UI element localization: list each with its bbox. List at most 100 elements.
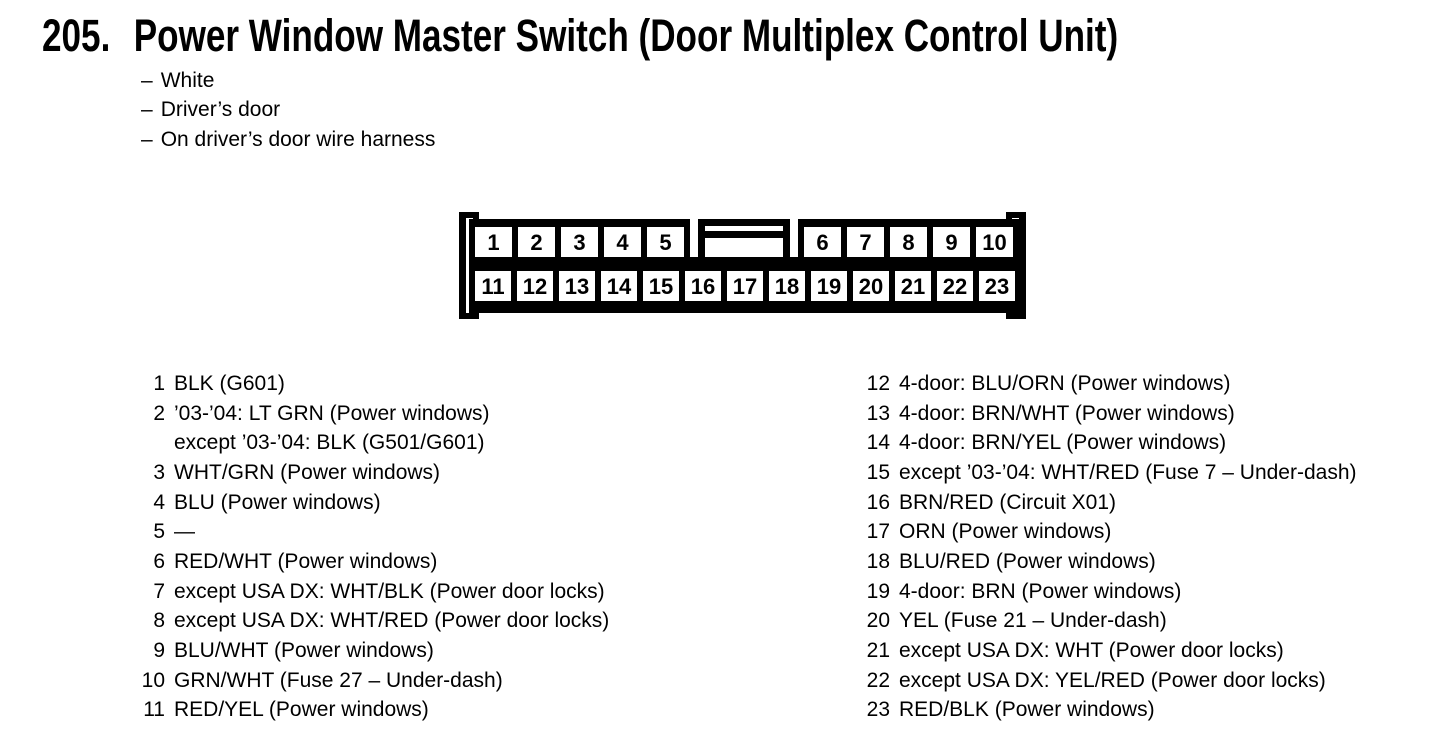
pin-number: 9 bbox=[153, 638, 165, 662]
pin-row: 9 BLU/WHT (Power windows) bbox=[120, 636, 609, 666]
pin-description: except USA DX: WHT/BLK (Power door locks… bbox=[174, 579, 605, 603]
connector-pin-number: 8 bbox=[902, 230, 914, 255]
pin-description: 4-door: BRN (Power windows) bbox=[899, 579, 1182, 603]
pin-description: 4-door: BRN/YEL (Power windows) bbox=[899, 431, 1227, 455]
pin-description: BLK (G601) bbox=[174, 372, 285, 395]
connector-pin-number: 9 bbox=[945, 230, 957, 255]
pin-description: RED/YEL (Power windows) bbox=[174, 698, 429, 722]
connector-pin-number: 2 bbox=[530, 230, 542, 255]
pin-description: except USA DX: YEL/RED (Power door locks… bbox=[899, 668, 1326, 692]
page-title: 205. Power Window Master Switch (Door Mu… bbox=[42, 10, 1118, 62]
pin-row-continuation: except ’03-’04: BLK (G501/G601) bbox=[120, 428, 609, 458]
pin-row: 4 BLU (Power windows) bbox=[120, 488, 609, 518]
connector-pin-number: 4 bbox=[616, 230, 629, 255]
pin-number bbox=[120, 428, 165, 458]
pin-description: — bbox=[174, 520, 195, 544]
pin-description: ’03-’04: LT GRN (Power windows) bbox=[174, 401, 490, 425]
pin-number: 12 bbox=[866, 372, 890, 395]
connector-pin-number: 3 bbox=[573, 230, 585, 255]
pin-description: RED/WHT (Power windows) bbox=[174, 549, 438, 573]
pin-description: WHT/GRN (Power windows) bbox=[174, 460, 441, 484]
pin-number: 21 bbox=[866, 638, 890, 662]
pin-number: 2 bbox=[153, 401, 165, 425]
pin-row: 5— bbox=[120, 517, 609, 547]
connector-pin-number: 21 bbox=[901, 274, 925, 299]
connector-pin-number: 17 bbox=[733, 274, 757, 299]
note-connector-color: –White bbox=[141, 66, 435, 95]
connector-top-row-cells bbox=[475, 227, 1013, 257]
pin-description: except USA DX: WHT/RED (Power door locks… bbox=[174, 609, 610, 633]
figure-title: Power Window Master Switch (Door Multipl… bbox=[133, 10, 1119, 61]
pin-number: 22 bbox=[866, 668, 890, 692]
note-harness: –On driver’s door wire harness bbox=[141, 125, 435, 154]
pin-description: except USA DX: WHT (Power door locks) bbox=[899, 638, 1284, 662]
connector-pin-number: 16 bbox=[691, 274, 715, 299]
connector-pin-number: 1 bbox=[487, 230, 499, 255]
pin-number: 20 bbox=[866, 609, 890, 633]
pin-description: 4-door: BLU/ORN (Power windows) bbox=[899, 372, 1231, 395]
connector-pin-number: 13 bbox=[565, 274, 589, 299]
bullet-dash: – bbox=[141, 127, 153, 151]
connector-pin-number: 11 bbox=[481, 274, 504, 299]
pin-number: 11 bbox=[143, 698, 165, 722]
connector-pin-number: 19 bbox=[817, 274, 841, 299]
pin-row: 1 BLK (G601) bbox=[120, 369, 609, 399]
pin-row: 22 except USA DX: YEL/RED (Power door loc… bbox=[845, 666, 1357, 696]
connector-diagram: 1 2 3 4 5 6 7 8 9 10 11 12 13 14 15 16 1… bbox=[459, 212, 1026, 319]
pin-number: 1 bbox=[153, 372, 165, 395]
pin-number: 19 bbox=[866, 579, 890, 603]
pin-row: 19 4-door: BRN (Power windows) bbox=[845, 577, 1357, 607]
pin-row: 15 except ’03-’04: WHT/RED (Fuse 7 – Unde… bbox=[845, 458, 1357, 488]
pin-number: 18 bbox=[866, 549, 890, 573]
connector-pin-number: 6 bbox=[816, 230, 828, 255]
connector-pin-number: 14 bbox=[607, 274, 632, 299]
pin-description: ORN (Power windows) bbox=[899, 520, 1112, 544]
connector-bottom-row-cells bbox=[475, 271, 1015, 301]
connector-pin-number: 7 bbox=[859, 230, 871, 255]
pin-description: except ’03-’04: BLK (G501/G601) bbox=[174, 431, 485, 455]
connector-pin-number: 23 bbox=[985, 274, 1009, 299]
connector-pin-number: 12 bbox=[523, 274, 547, 299]
pin-description: except ’03-’04: WHT/RED (Fuse 7 – Under-… bbox=[899, 460, 1357, 484]
connector-pin-number: 5 bbox=[659, 230, 671, 255]
pin-row: 17 ORN (Power windows) bbox=[845, 517, 1357, 547]
pin-number: 15 bbox=[866, 460, 890, 484]
bullet-dash: – bbox=[141, 69, 153, 92]
pin-description: BLU (Power windows) bbox=[174, 490, 381, 514]
connector-pin-numbers: 1 2 3 4 5 6 7 8 9 10 11 12 13 14 15 16 1… bbox=[481, 230, 1009, 299]
pin-row: 11 RED/YEL (Power windows) bbox=[120, 695, 609, 725]
pin-row: 16 BRN/RED (Circuit X01) bbox=[845, 488, 1357, 518]
pin-number: 16 bbox=[866, 490, 890, 514]
pin-description: YEL (Fuse 21 – Under-dash) bbox=[899, 609, 1167, 633]
pin-description: GRN/WHT (Fuse 27 – Under-dash) bbox=[174, 668, 503, 692]
pin-number: 8 bbox=[153, 609, 165, 633]
pin-row: 12 4-door: BLU/ORN (Power windows) bbox=[845, 369, 1357, 399]
pin-legend-left: 1 BLK (G601) 2 ’03-’04: LT GRN (Power wind… bbox=[120, 369, 610, 725]
pin-row: 23 RED/BLK (Power windows) bbox=[845, 695, 1357, 725]
pin-number: 4 bbox=[153, 490, 165, 514]
pin-row: 8 except USA DX: WHT/RED (Power door lock… bbox=[120, 606, 609, 636]
note-location: –Driver’s door bbox=[141, 95, 435, 124]
pin-description: BLU/WHT (Power windows) bbox=[174, 638, 434, 662]
pin-row: 21 except USA DX: WHT (Power door locks) bbox=[845, 636, 1357, 666]
pin-description: RED/BLK (Power windows) bbox=[899, 698, 1155, 722]
connector-pin-number: 15 bbox=[649, 274, 673, 299]
pin-row: 20 YEL (Fuse 21 – Under-dash) bbox=[845, 606, 1357, 636]
connector-pin-number: 18 bbox=[775, 274, 799, 299]
pin-number: 17 bbox=[866, 520, 890, 544]
pin-number: 14 bbox=[866, 431, 890, 455]
pin-description: BRN/RED (Circuit X01) bbox=[899, 490, 1117, 514]
pin-number: 23 bbox=[866, 698, 890, 722]
connector-pin-number: 22 bbox=[943, 274, 967, 299]
pin-description: 4-door: BRN/WHT (Power windows) bbox=[899, 401, 1235, 425]
pin-row: 14 4-door: BRN/YEL (Power windows) bbox=[845, 428, 1357, 458]
pin-row: 2 ’03-’04: LT GRN (Power windows) bbox=[120, 399, 609, 429]
figure-number: 205. bbox=[42, 10, 111, 61]
connector-notes: –White –Driver’s door –On driver’s door … bbox=[141, 66, 435, 154]
pin-number: 7 bbox=[153, 579, 165, 603]
